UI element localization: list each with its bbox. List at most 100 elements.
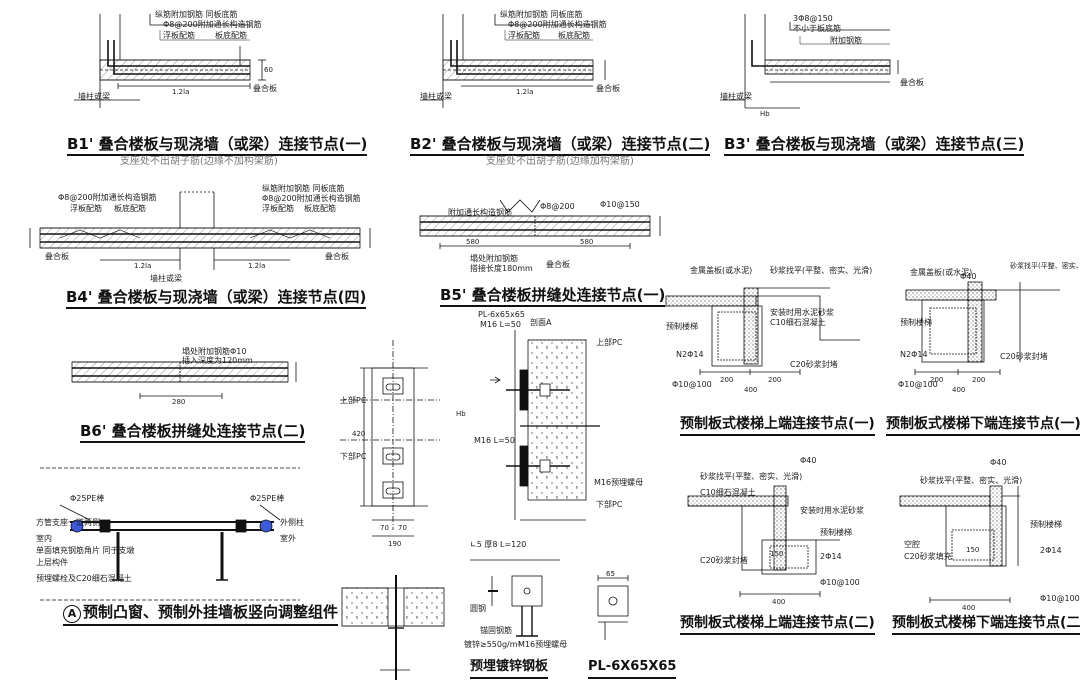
stair-dn2-fill: C20砂浆填充 — [904, 552, 952, 561]
caption-b1: B1' 叠合楼板与现浇墙（或梁）连接节点(一) 支座处不出胡子筋(边缘不加构架筋… — [67, 135, 368, 156]
b4-label-extra-left: Φ8@200附加通长构造钢筋 — [58, 193, 157, 202]
b4-label-slab-right: 叠合板 — [325, 252, 349, 261]
stair-up1-mortar: 砂浆找平(平整、密实、光滑) — [770, 266, 873, 275]
b4-label-float-left: 浮板配筋 — [70, 204, 102, 213]
caption-b6: B6' 叠合楼板拼缝处连接节点(二) — [80, 422, 306, 443]
stair-dn2-dim-150: 150 — [966, 546, 980, 554]
b4-label-slab-left: 叠合板 — [45, 252, 69, 261]
stair-upper-2-drawing — [687, 485, 840, 597]
pl-dim-65: 65 — [606, 570, 615, 578]
wall-section-drawing — [341, 575, 445, 680]
caption-b2-note: 支座处不出胡子筋(边缘加构架筋) — [486, 156, 634, 167]
node-b3-drawing — [720, 14, 899, 109]
embed-label-anchor: 锚固钢筋 — [480, 626, 512, 635]
caption-b3-text: B3' 叠合楼板与现浇墙（或梁）连接节点(三) — [724, 135, 1025, 153]
a-label-inside: 室内 — [36, 534, 52, 543]
caption-b5-text: B5' 叠合楼板拼缝处连接节点(一) — [440, 286, 666, 304]
caption-a-text: 预制凸窗、预制外挂墙板竖向调整组件 — [83, 603, 339, 621]
b5-label-spacing: Φ10@150 — [600, 200, 640, 209]
caption-b1-note: 支座处不出胡子筋(边缘不加构架筋) — [120, 156, 278, 167]
b6-label-depth: 插入深度为120mm — [182, 356, 253, 365]
b1-label-float: 浮板配筋 — [163, 31, 195, 40]
conn-dim-70a: 70 — [380, 524, 389, 532]
stair-up1-seal: C20砂浆封堵 — [790, 360, 838, 369]
b3-label-bar: 3Φ8@150 — [793, 14, 833, 23]
b2-label-top-bar: 纵筋附加钢筋 同板底筋 — [500, 10, 583, 19]
b5-dim-left: 580 — [466, 238, 480, 246]
embed-label-nut: M16预埋螺母 — [518, 640, 568, 649]
pe-rod-left-icon — [70, 519, 84, 533]
b2-label-bottom: 板底配筋 — [558, 31, 590, 40]
conn-dim-190: 190 — [388, 540, 402, 548]
a-label-support: 方管支座一道两侧 — [36, 518, 100, 527]
conn-label-angle: ∟5 厚8 L=120 — [470, 540, 527, 549]
caption-pl-text: PL-6X65X65 — [588, 659, 677, 674]
connector-elevation-drawing — [340, 340, 440, 537]
a-label-outside: 室外 — [280, 534, 296, 543]
caption-pl: PL-6X65X65 — [588, 658, 677, 679]
b3-label-min: 不小于板底筋 — [793, 24, 841, 33]
stair-dn2-dia: Φ40 — [990, 458, 1007, 467]
caption-b1-text: B1' 叠合楼板与现浇墙（或梁）连接节点(一) — [67, 135, 368, 153]
b3-label-slab: 叠合板 — [900, 78, 924, 87]
conn-label-section: 剖面A — [530, 318, 552, 327]
b4-dim-right: 1.2la — [248, 262, 266, 270]
stair-up2-install: 安装时用水泥砂浆 — [800, 506, 864, 515]
conn-label-upper-pc-elev: 上部PC — [340, 396, 367, 405]
b1-dim-60: 60 — [264, 66, 273, 74]
stair-dn1-bar: N2Φ14 — [900, 350, 928, 359]
conn-dim-hb: Hb — [456, 410, 466, 418]
embed-plate-drawing — [470, 559, 560, 637]
stair-up1-concrete: C10细石混凝土 — [770, 318, 826, 327]
node-b6-drawing — [71, 361, 297, 399]
b1-label-extra-bar: Φ8@200附加通长构造钢筋 — [163, 20, 262, 29]
b4-label-bottom-left: 板底配筋 — [114, 204, 146, 213]
stair-up1-stair: 预制楼梯 — [666, 322, 698, 331]
caption-b2-text: B2' 叠合楼板与现浇墙（或梁）连接节点(二) — [410, 135, 711, 153]
a-label-pe-left: Φ25PE棒 — [70, 494, 105, 503]
b1-label-bottom: 板底配筋 — [215, 31, 247, 40]
a-label-bolt: 预埋螺栓及C20细石混凝土 — [36, 574, 132, 583]
stair-up2-seal: C20砂浆封堵 — [700, 556, 748, 565]
pl-plate-drawing — [597, 575, 629, 640]
stair-up2-bar: 2Φ14 — [820, 552, 842, 561]
b3-dim-lb: Hb — [760, 110, 770, 118]
b5-label-bar: Φ8@200 — [540, 202, 575, 211]
stair-dn1-dim-200b: 200 — [972, 376, 986, 384]
caption-stair-lower-1: 预制板式楼梯下端连接节点(一) — [886, 415, 1080, 436]
stair-dn1-dia: Φ40 — [960, 272, 977, 281]
conn-label-lower-pc: 下部PC — [596, 500, 623, 509]
caption-b6-text: B6' 叠合楼板拼缝处连接节点(二) — [80, 422, 306, 440]
stair-dn1-stair: 预制楼梯 — [900, 318, 932, 327]
stair-up2-dia: Φ40 — [800, 456, 817, 465]
b5-label-through: 附加通长构造钢筋 — [448, 208, 512, 217]
stair-dn1-dim-400: 400 — [952, 386, 966, 394]
caption-a-letter: A — [63, 605, 81, 623]
node-b4-drawing — [29, 191, 371, 270]
conn-label-lower-pc-elev: 下部PC — [340, 452, 367, 461]
stair-lower-2-drawing — [899, 485, 1020, 603]
node-b1-drawing — [74, 14, 266, 108]
caption-stair-lower-2-text: 预制板式楼梯下端连接节点(二) — [892, 615, 1080, 631]
b4-label-extra-right: Φ8@200附加通长构造钢筋 — [262, 194, 361, 203]
caption-stair-upper-2: 预制板式楼梯上端连接节点(二) — [680, 614, 875, 635]
stair-up1-cover: 金属盖板(或水泥) — [690, 266, 753, 275]
stair-up1-stirrup: Φ10@100 — [672, 380, 712, 389]
embed-label-round: 圆钢 — [470, 604, 486, 613]
conn-label-bolt-mid: M16 L=50 — [474, 436, 515, 445]
stair-dn2-dim-400: 400 — [962, 604, 976, 612]
caption-stair-upper-2-text: 预制板式楼梯上端连接节点(二) — [680, 615, 875, 631]
caption-b4-text: B4' 叠合楼板与现浇墙（或梁）连接节点(四) — [66, 288, 367, 306]
stair-up1-dim-200a: 200 — [720, 376, 734, 384]
stair-dn1-seal: C20砂浆封堵 — [1000, 352, 1048, 361]
b6-dim-280: 280 — [172, 398, 186, 406]
caption-embed: 预埋镀锌钢板 — [470, 658, 549, 679]
b6-label-add: 塌处附加钢筋Φ10 — [182, 347, 247, 356]
stair-up1-bar: N2Φ14 — [676, 350, 704, 359]
caption-stair-lower-2: 预制板式楼梯下端连接节点(二) — [892, 614, 1080, 635]
stair-dn2-bar: 2Φ14 — [1040, 546, 1062, 555]
a-label-column: 外侧柱 — [280, 518, 304, 527]
stair-lower-1-drawing — [905, 281, 1060, 375]
